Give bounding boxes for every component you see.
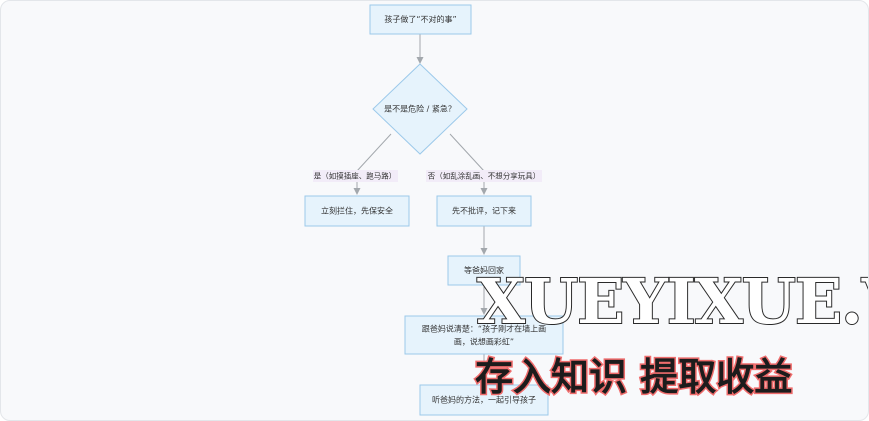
watermark-subtitle: 存入知识 提取收益	[475, 355, 792, 399]
svg-text:画，说想画彩虹”: 画，说想画彩虹”	[454, 337, 514, 347]
svg-text:是不是危险 / 紧急？: 是不是危险 / 紧急？	[384, 104, 456, 114]
no-action-node: 先不批评，记下来	[436, 195, 532, 227]
svg-text:孩子做了“不对的事”: 孩子做了“不对的事”	[384, 14, 456, 24]
final-node: 听爸妈的方法，一起引导孩子	[419, 384, 549, 416]
edge-decision-to-yes	[353, 133, 392, 195]
watermark: XUEYIXUE.VIP 存入知识 提取收益	[474, 264, 869, 401]
svg-text:先不批评，记下来: 先不批评，记下来	[452, 206, 516, 216]
wait-node: 等爸妈回家	[447, 255, 521, 286]
start-node: 孩子做了“不对的事”	[369, 4, 472, 35]
edge-label-yes: 是（如摸插座、跑马路）	[313, 170, 398, 182]
svg-text:听爸妈的方法，一起引导孩子: 听爸妈的方法，一起引导孩子	[432, 395, 536, 405]
svg-text:是（如摸插座、跑马路）: 是（如摸插座、跑马路）	[314, 171, 397, 181]
watermark-title: XUEYIXUE.VIP	[477, 265, 869, 338]
edge-decision-to-no	[449, 133, 488, 195]
svg-text:跟爸妈说清楚：“孩子刚才在墙上画: 跟爸妈说清楚：“孩子刚才在墙上画	[422, 324, 546, 334]
svg-text:等爸妈回家: 等爸妈回家	[464, 265, 504, 275]
svg-text:否（如乱涂乱画、不想分享玩具）: 否（如乱涂乱画、不想分享玩具）	[428, 171, 541, 181]
tell-node: 跟爸妈说清楚：“孩子刚才在墙上画 画，说想画彩虹”	[404, 315, 564, 355]
decision-node: 是不是危险 / 紧急？	[372, 63, 468, 155]
svg-text:立刻拦住，先保安全: 立刻拦住，先保安全	[321, 206, 393, 216]
yes-action-node: 立刻拦住，先保安全	[304, 195, 410, 227]
edge-label-no: 否（如乱涂乱画、不想分享玩具）	[426, 170, 542, 182]
